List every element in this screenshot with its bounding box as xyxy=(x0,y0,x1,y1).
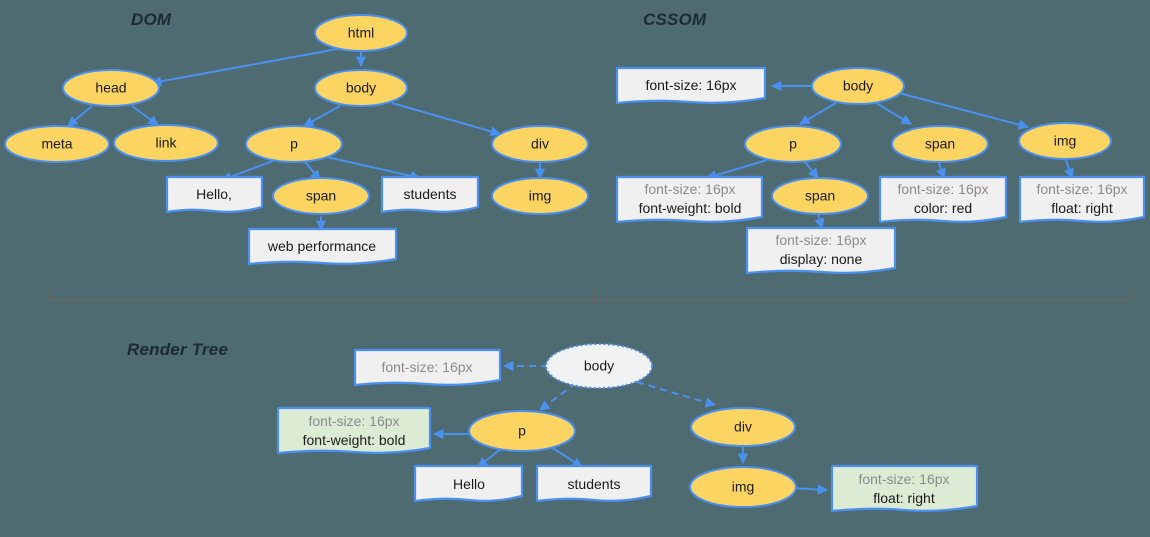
cssom-note-span-line1: font-size: 16px xyxy=(897,181,988,197)
cssom-note-img: font-size: 16px float: right xyxy=(1018,175,1146,224)
dom-node-meta[interactable]: meta xyxy=(4,125,110,163)
dom-node-link-label: link xyxy=(155,135,177,151)
render-node-p[interactable]: p xyxy=(468,410,576,452)
edge-head-meta xyxy=(67,105,93,127)
dom-node-head[interactable]: head xyxy=(62,69,160,107)
cssom-node-span[interactable]: span xyxy=(891,125,989,163)
dom-note-hello: Hello, xyxy=(165,175,264,214)
render-note-img: font-size: 16px float: right xyxy=(830,464,979,513)
cssom-note-p: font-size: 16px font-weight: bold xyxy=(615,175,764,224)
render-note-img-line1: font-size: 16px xyxy=(858,471,949,487)
edge-render-img-rule xyxy=(790,484,829,495)
dom-node-html-label: html xyxy=(348,25,374,41)
cssom-edges xyxy=(706,80,1074,229)
render-note-students-text: students xyxy=(568,476,621,492)
cssom-node-spanchild-label: span xyxy=(805,188,835,204)
edge-render-body-p xyxy=(539,382,577,411)
render-note-p-line1: font-size: 16px xyxy=(308,413,399,429)
dom-node-div-label: div xyxy=(531,136,549,152)
cssom-note-spanchild-line1: font-size: 16px xyxy=(775,232,866,248)
cssom-note-span-child: font-size: 16px display: none xyxy=(745,226,897,275)
render-note-hello: Hello xyxy=(413,464,524,503)
render-node-img[interactable]: img xyxy=(689,466,797,508)
dom-note-hello-text: Hello, xyxy=(196,186,232,202)
cssom-note-body: font-size: 16px xyxy=(615,66,767,105)
edge-p-students xyxy=(326,156,422,182)
edge-render-p-students xyxy=(550,446,583,468)
dom-node-span[interactable]: span xyxy=(272,177,370,215)
edge-cssom-body-span xyxy=(875,102,912,125)
edge-head-link xyxy=(131,105,159,126)
dom-node-img-label: img xyxy=(529,188,552,204)
render-note-p-line2: font-weight: bold xyxy=(303,432,406,448)
edge-html-head xyxy=(150,47,344,87)
edge-render-body-div xyxy=(636,381,716,408)
edge-cssom-body-p xyxy=(799,102,837,125)
section-title-dom: DOM xyxy=(131,10,172,29)
dom-node-div[interactable]: div xyxy=(491,125,589,163)
dom-node-meta-label: meta xyxy=(41,136,72,152)
render-node-body-label: body xyxy=(584,358,614,374)
cssom-note-img-line1: font-size: 16px xyxy=(1036,181,1127,197)
cssom-node-span-child[interactable]: span xyxy=(771,177,869,215)
section-title-render: Render Tree xyxy=(127,340,229,359)
edge-cssom-p-span xyxy=(804,161,819,179)
cssom-node-body-label: body xyxy=(843,78,873,94)
render-note-students: students xyxy=(535,464,653,503)
render-node-img-label: img xyxy=(732,479,755,495)
section-title-cssom: CSSOM xyxy=(643,10,707,29)
cssom-node-p-label: p xyxy=(789,136,797,152)
cssom-node-img-label: img xyxy=(1054,133,1077,149)
render-node-div[interactable]: div xyxy=(690,407,796,447)
edge-cssom-body-img xyxy=(898,92,1030,130)
dom-node-html[interactable]: html xyxy=(314,14,408,52)
cssom-node-span-label: span xyxy=(925,136,955,152)
render-edges xyxy=(432,360,829,495)
dom-node-body-label: body xyxy=(346,80,376,96)
cssom-note-p-line2: font-weight: bold xyxy=(639,200,742,216)
render-note-body: font-size: 16px xyxy=(353,348,502,387)
render-node-p-label: p xyxy=(518,423,526,439)
cssom-node-body[interactable]: body xyxy=(811,67,905,105)
dom-node-head-label: head xyxy=(95,80,126,96)
edge-p-span xyxy=(304,161,321,181)
cssom-note-p-line1: font-size: 16px xyxy=(644,181,735,197)
edge-render-p-hello xyxy=(477,447,503,468)
dom-node-span-label: span xyxy=(306,188,336,204)
render-note-img-line2: float: right xyxy=(873,490,935,506)
dom-node-body[interactable]: body xyxy=(314,69,408,107)
render-note-hello-text: Hello xyxy=(453,476,485,492)
edge-body-div xyxy=(391,102,501,137)
cssom-note-body-line1: font-size: 16px xyxy=(645,77,736,93)
dom-node-link[interactable]: link xyxy=(113,124,219,162)
dom-node-p[interactable]: p xyxy=(245,125,343,163)
render-note-body-line1: font-size: 16px xyxy=(381,359,472,375)
render-node-div-label: div xyxy=(734,419,752,435)
cssom-node-p[interactable]: p xyxy=(744,125,842,163)
section-divider xyxy=(47,289,1134,307)
edge-cssom-p-rule xyxy=(706,159,768,181)
dom-node-p-label: p xyxy=(290,136,298,152)
dom-edges xyxy=(67,47,546,232)
dom-note-webperformance-text: web performance xyxy=(267,238,376,254)
cssom-note-span: font-size: 16px color: red xyxy=(878,175,1008,224)
edge-body-p xyxy=(303,105,341,127)
render-note-p: font-size: 16px font-weight: bold xyxy=(276,406,432,455)
cssom-note-spanchild-line2: display: none xyxy=(780,251,863,267)
cssom-note-img-line2: float: right xyxy=(1051,200,1113,216)
cssom-node-img[interactable]: img xyxy=(1018,122,1112,160)
dom-node-img[interactable]: img xyxy=(491,177,589,215)
edge-cssom-spanchild-rule xyxy=(814,213,825,229)
dom-note-students-text: students xyxy=(404,186,457,202)
cssom-note-span-line2: color: red xyxy=(914,200,972,216)
render-node-body[interactable]: body xyxy=(545,343,653,389)
dom-note-students: students xyxy=(380,175,480,214)
edge-cssom-span-rule xyxy=(936,159,946,179)
dom-note-webperformance: web performance xyxy=(247,227,398,266)
edge-cssom-img-rule xyxy=(1064,159,1074,179)
